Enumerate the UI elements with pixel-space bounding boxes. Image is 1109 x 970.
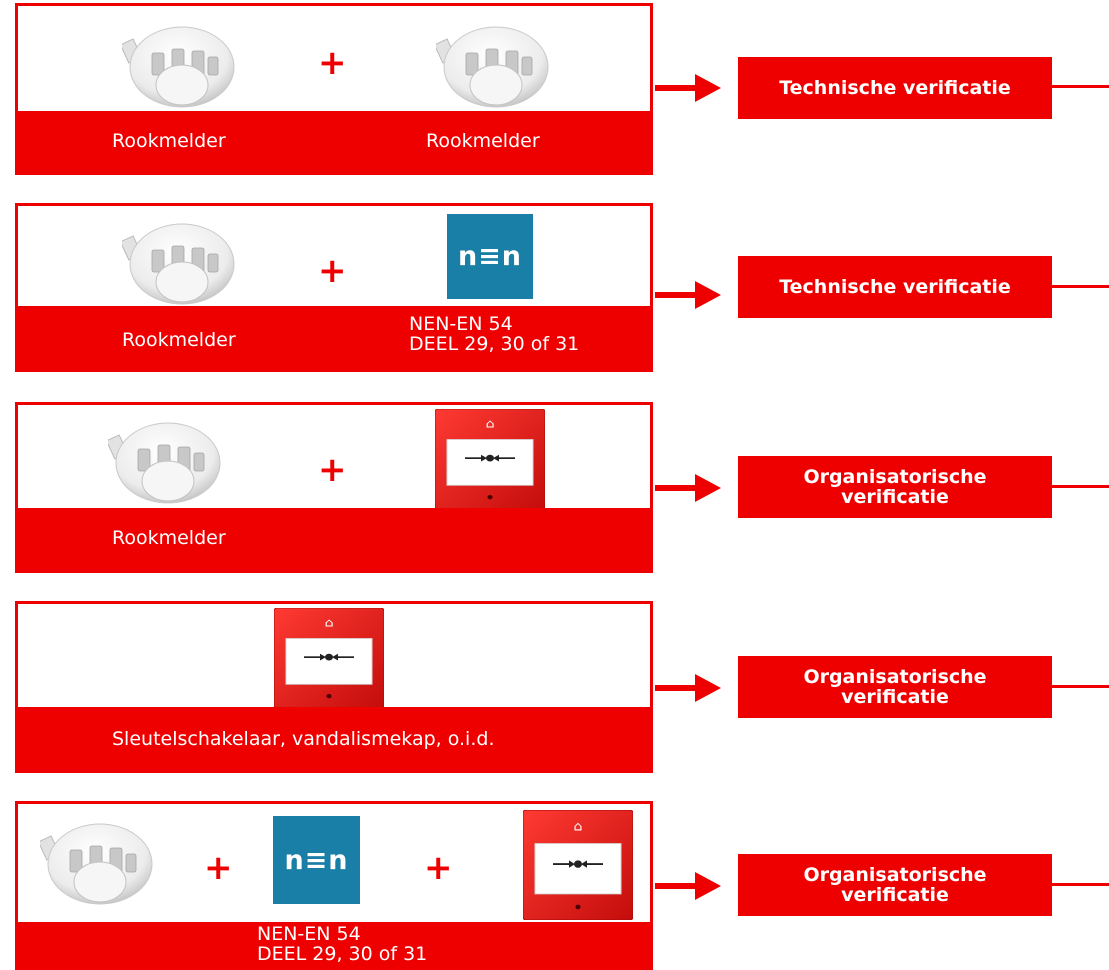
result-line: Organisatorische bbox=[803, 666, 987, 688]
item-label: NEN-EN 54 bbox=[409, 313, 513, 335]
nen-logo-icon: n≡n bbox=[447, 214, 533, 299]
row-2-box: + n≡n Rookmelder NEN-EN 54 DEEL 29, 30 o… bbox=[15, 203, 653, 372]
row-3-box: + Rookmelder bbox=[15, 402, 653, 573]
arrow-icon bbox=[655, 474, 721, 502]
nen-logo-icon: n≡n bbox=[273, 816, 360, 904]
item-label: DEEL 29, 30 of 31 bbox=[257, 943, 428, 965]
connector-line bbox=[1052, 285, 1109, 288]
label-band: Rookmelder NEN-EN 54 DEEL 29, 30 of 31 bbox=[18, 306, 650, 369]
result-line: Organisatorische bbox=[803, 466, 987, 488]
plus-sign: + bbox=[204, 848, 233, 888]
item-label: Rookmelder bbox=[112, 527, 226, 549]
plus-sign: + bbox=[424, 848, 453, 888]
smoke-detector-icon bbox=[436, 26, 549, 108]
plus-sign: + bbox=[318, 43, 347, 83]
result-line: verificatie bbox=[841, 486, 949, 508]
item-label: Rookmelder bbox=[112, 130, 226, 152]
result-line: Technische verificatie bbox=[779, 77, 1011, 99]
label-band: Rookmelder Rookmelder bbox=[18, 111, 650, 172]
plus-sign: + bbox=[318, 251, 347, 291]
result-line: Organisatorische bbox=[803, 864, 987, 886]
arrow-icon bbox=[655, 74, 721, 102]
item-label: Rookmelder bbox=[426, 130, 540, 152]
row-4-box: Sleutelschakelaar, vandalismekap, o.i.d. bbox=[15, 601, 653, 773]
connector-line bbox=[1052, 85, 1109, 88]
label-band: Sleutelschakelaar, vandalismekap, o.i.d. bbox=[18, 707, 650, 770]
row-1-box: + Rookmelder Rookmelder bbox=[15, 3, 653, 175]
item-label: Sleutelschakelaar, vandalismekap, o.i.d. bbox=[112, 728, 495, 750]
arrow-icon bbox=[655, 281, 721, 309]
smoke-detector-icon bbox=[122, 223, 235, 305]
result-box: Technische verificatie bbox=[738, 57, 1052, 119]
item-label: Rookmelder bbox=[122, 329, 236, 351]
row-5-box: + n≡n + NEN-EN 54 DEEL 29, 30 of 31 bbox=[15, 801, 653, 970]
call-point-icon bbox=[274, 608, 384, 708]
result-box: Technische verificatie bbox=[738, 256, 1052, 318]
arrow-icon bbox=[655, 674, 721, 702]
connector-line bbox=[1052, 485, 1109, 488]
item-label: DEEL 29, 30 of 31 bbox=[409, 333, 580, 355]
smoke-detector-icon bbox=[122, 26, 235, 108]
plus-sign: + bbox=[318, 450, 347, 490]
arrow-icon bbox=[655, 872, 721, 900]
result-line: verificatie bbox=[841, 686, 949, 708]
label-band: NEN-EN 54 DEEL 29, 30 of 31 bbox=[18, 922, 650, 967]
result-line: Technische verificatie bbox=[779, 276, 1011, 298]
result-line: verificatie bbox=[841, 884, 949, 906]
smoke-detector-icon bbox=[108, 422, 221, 504]
result-box: Organisatorische verificatie bbox=[738, 854, 1052, 916]
label-band: Rookmelder bbox=[18, 508, 650, 570]
call-point-icon bbox=[435, 409, 545, 509]
connector-line bbox=[1052, 685, 1109, 688]
result-box: Organisatorische verificatie bbox=[738, 456, 1052, 518]
call-point-icon bbox=[523, 810, 633, 920]
result-box: Organisatorische verificatie bbox=[738, 656, 1052, 718]
smoke-detector-icon bbox=[40, 823, 153, 905]
item-label: NEN-EN 54 bbox=[257, 923, 361, 945]
connector-line bbox=[1052, 883, 1109, 886]
